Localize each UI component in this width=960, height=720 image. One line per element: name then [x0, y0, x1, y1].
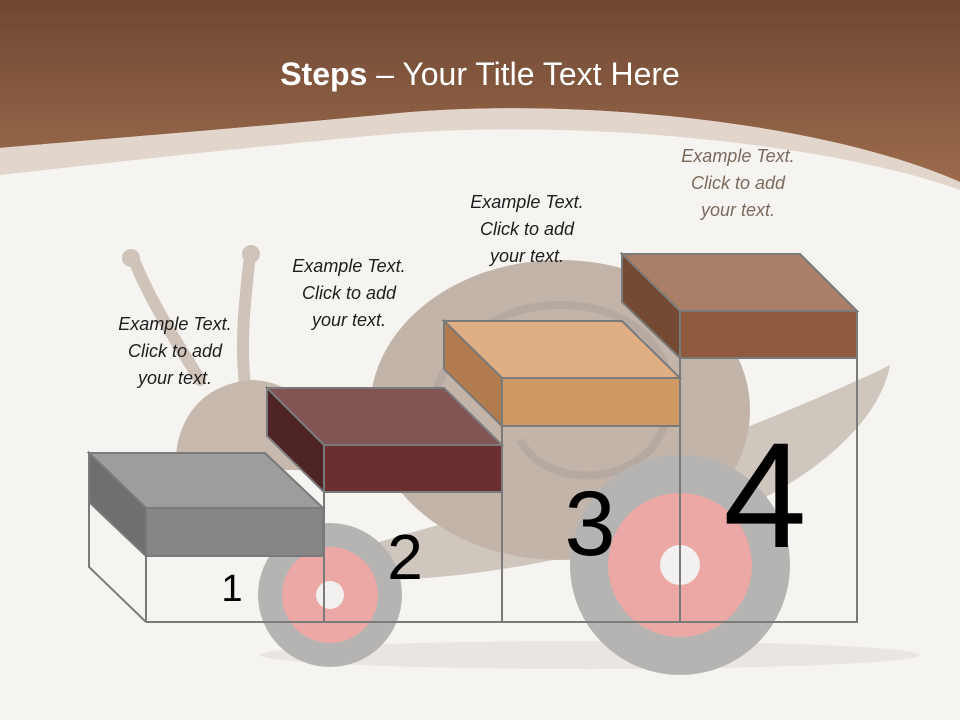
step-2-block [264, 385, 505, 495]
step-3-caption[interactable]: Example Text. Click to add your text. [427, 189, 627, 270]
caption-line: Example Text. [681, 146, 795, 166]
steps-outline [88, 358, 858, 623]
step-1-block [86, 450, 326, 559]
caption-line: Example Text. [118, 314, 232, 334]
header-swoosh [0, 108, 960, 190]
caption-line: Click to add [690, 173, 786, 193]
step-1-number: 1 [221, 568, 243, 610]
step-2-number: 2 [387, 521, 423, 593]
caption-line: your text. [489, 246, 565, 266]
caption-line: Click to add [127, 341, 223, 361]
title-bold: Steps [280, 56, 368, 92]
slide-title[interactable]: Steps – Your Title Text Here [0, 56, 960, 93]
step-4-block [619, 251, 860, 361]
caption-line: your text. [137, 368, 213, 388]
title-rest: – Your Title Text Here [367, 56, 680, 92]
step-boxes [88, 358, 858, 623]
step-3-block [441, 318, 683, 429]
caption-line: your text. [700, 200, 776, 220]
caption-line: Example Text. [470, 192, 584, 212]
caption-line: Click to add [301, 283, 397, 303]
caption-line: your text. [311, 310, 387, 330]
step-2-caption[interactable]: Example Text. Click to add your text. [249, 253, 449, 334]
step-4-caption[interactable]: Example Text. Click to add your text. [638, 143, 838, 224]
step-1-caption[interactable]: Example Text. Click to add your text. [75, 311, 275, 392]
caption-line: Click to add [479, 219, 575, 239]
header-band [0, 0, 960, 182]
step-4-number: 4 [723, 411, 807, 579]
caption-line: Example Text. [292, 256, 406, 276]
step-3-number: 3 [564, 473, 616, 575]
